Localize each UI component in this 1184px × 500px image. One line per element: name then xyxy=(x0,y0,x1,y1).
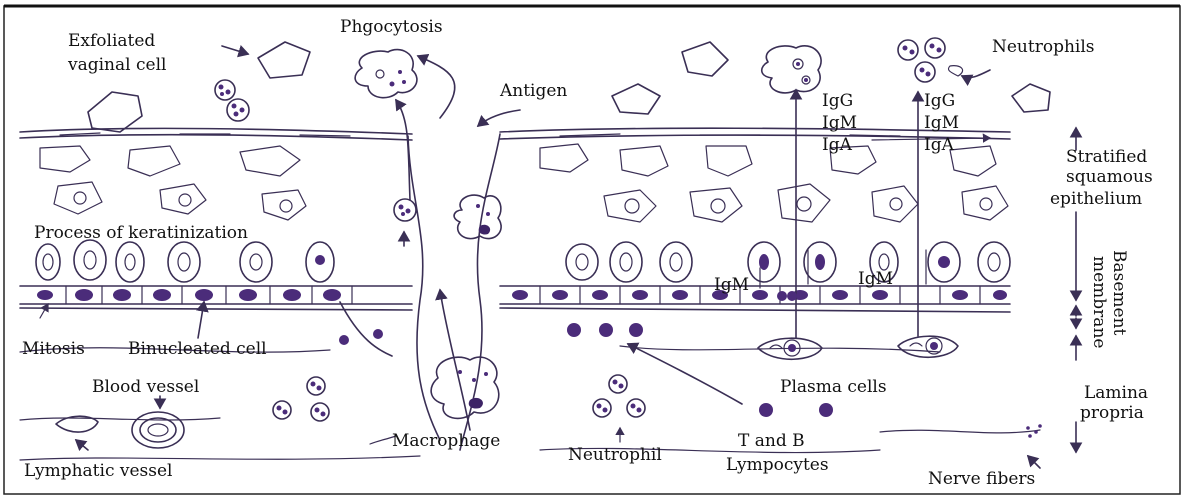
label-igg-1: IgG xyxy=(822,91,853,111)
lymphocytes-right xyxy=(567,323,833,417)
lymphatic-vessel xyxy=(56,416,98,450)
label-exfoliated-2: vaginal cell xyxy=(67,55,166,75)
lymphocytes-left xyxy=(339,329,383,345)
label-nerve: Nerve fibers xyxy=(928,469,1035,489)
label-lamina-2: propria xyxy=(1080,403,1144,423)
neutrophils-top-left xyxy=(215,80,249,121)
label-lymphatic: Lymphatic vessel xyxy=(24,461,172,481)
label-iga-2: IgA xyxy=(924,135,955,155)
label-neutrophils-top: Neutrophils xyxy=(992,37,1095,57)
phagocyte-top xyxy=(355,50,417,98)
label-stratified-2: squamous xyxy=(1066,167,1153,187)
label-igm-1: IgM xyxy=(822,113,857,133)
migrating-neutrophil xyxy=(394,199,416,246)
label-igm-left: IgM xyxy=(714,275,749,295)
label-tb-1: T and B xyxy=(738,431,805,451)
lamina-propria-fibers xyxy=(20,346,1040,460)
label-basement-2: membrane xyxy=(1089,256,1109,348)
label-tb-2: Lympocytes xyxy=(726,455,829,475)
phagocyte-top-right xyxy=(762,46,821,93)
basal-layer-left xyxy=(20,286,412,310)
label-basement-1: Basement xyxy=(1109,250,1129,336)
label-iga-1: IgA xyxy=(822,135,853,155)
label-lamina-1: Lamina xyxy=(1084,383,1148,403)
epithelial-cells-right xyxy=(540,144,1008,222)
label-plasma-cells: Plasma cells xyxy=(780,377,887,397)
label-macrophage: Macrophage xyxy=(392,431,500,451)
intermediate-cells-right xyxy=(566,242,1010,282)
intermediate-cells-left xyxy=(36,240,334,282)
label-igm-right: IgM xyxy=(858,269,893,289)
label-stratified-1: Stratified xyxy=(1066,147,1147,167)
label-keratinization: Process of keratinization xyxy=(34,223,248,243)
text-labels: Exfoliated vaginal cell Phgocytosis Anti… xyxy=(22,17,1153,489)
epithelium-surface-left xyxy=(20,128,412,140)
epithelial-cells-left xyxy=(40,146,306,220)
label-blood-vessel: Blood vessel xyxy=(92,377,199,397)
macrophage-migrating xyxy=(454,195,501,239)
label-phagocytosis: Phgocytosis xyxy=(340,17,443,37)
label-igm-2: IgM xyxy=(924,113,959,133)
neutrophils-top-right xyxy=(898,38,963,82)
basal-layer-right xyxy=(500,286,1010,312)
plasma-cells xyxy=(758,336,958,359)
blood-vessel xyxy=(132,396,184,448)
label-antigen: Antigen xyxy=(499,81,567,101)
label-igg-2: IgG xyxy=(924,91,955,111)
label-binucleated: Binucleated cell xyxy=(128,339,267,359)
label-stratified-3: epithelium xyxy=(1050,189,1142,209)
label-mitosis: Mitosis xyxy=(22,339,85,359)
label-exfoliated-1: Exfoliated xyxy=(68,31,155,51)
label-neutrophil-bottom: Neutrophil xyxy=(568,445,662,465)
migration-paths xyxy=(340,56,520,450)
